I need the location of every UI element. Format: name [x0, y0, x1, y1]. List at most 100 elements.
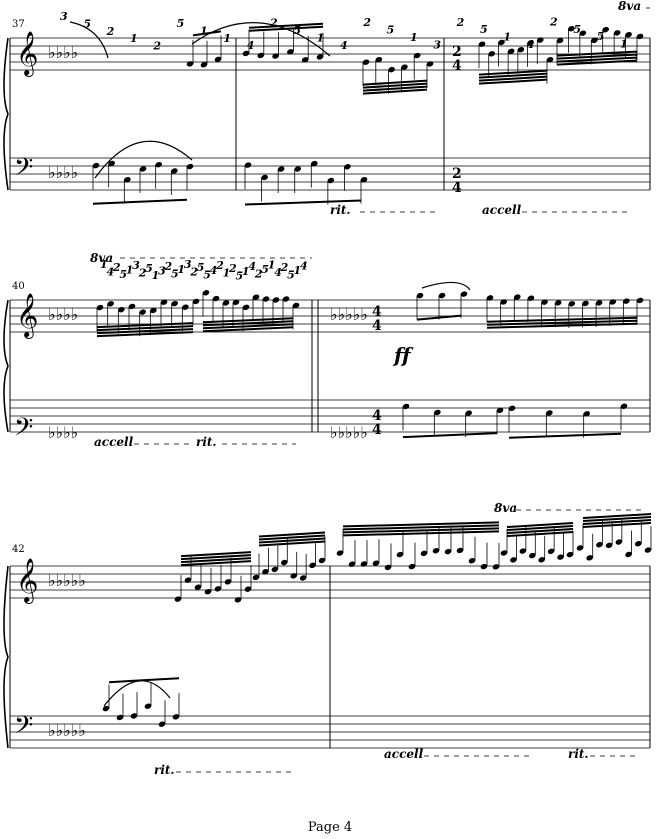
note-head [124, 177, 131, 183]
beam [506, 531, 574, 538]
note-head [620, 403, 628, 409]
note-head [615, 539, 623, 545]
grand-staff-brace [3, 37, 9, 191]
note-head [372, 560, 380, 566]
note-head [438, 292, 446, 299]
beam [96, 331, 194, 338]
note-head [212, 295, 220, 302]
note-head [214, 586, 222, 592]
fingering-number: 4 [527, 38, 535, 51]
note-head [527, 295, 535, 301]
fingering-number: 2 [254, 268, 263, 281]
fingering-number: 1 [268, 258, 276, 271]
tempo-mark-accell: accell [482, 203, 522, 217]
fingering-number: 5 [287, 269, 295, 282]
barlines [3, 37, 651, 749]
note-head [568, 25, 575, 32]
note-head [547, 548, 555, 554]
key-signature-flats-treble-new: ♭♭♭♭♭ [330, 305, 368, 324]
note-head [287, 49, 294, 55]
note-head [388, 66, 395, 73]
note-head [252, 574, 260, 581]
note-head [262, 569, 269, 575]
beam [258, 534, 326, 541]
beam [556, 53, 638, 60]
note-head [139, 166, 147, 172]
beam [478, 69, 548, 76]
note-head [244, 162, 252, 168]
note-head [623, 298, 630, 304]
fingering-number: 1 [152, 269, 160, 282]
note-head [107, 301, 114, 307]
note-head [280, 559, 288, 566]
note-head [362, 59, 370, 65]
note-head [408, 563, 416, 570]
beam [342, 527, 500, 534]
note-head [139, 309, 146, 315]
beam [342, 530, 500, 537]
note-head [507, 48, 515, 55]
note-head [128, 303, 136, 310]
fingering-number: 1 [410, 31, 418, 44]
beam [478, 75, 548, 82]
note-head [360, 561, 368, 567]
note-head [360, 176, 368, 183]
fingering-number: 3 [60, 10, 68, 23]
note-head [310, 160, 318, 167]
note-head [536, 37, 544, 43]
beam [342, 524, 500, 531]
beam [202, 326, 294, 333]
note-head [468, 558, 476, 564]
note-head [500, 550, 508, 556]
note-head [420, 550, 428, 557]
note-head [242, 50, 250, 57]
fingering-number: 1 [620, 38, 628, 51]
note-head [500, 299, 507, 305]
beam [258, 540, 326, 547]
fingering-number: 2 [138, 266, 147, 279]
note-head [396, 551, 404, 558]
note-head [517, 47, 525, 53]
note-head [609, 299, 617, 305]
tempo-mark-accell: accell [94, 435, 134, 449]
beam [478, 72, 548, 79]
beam [556, 50, 638, 57]
fingering-number: 5 [197, 261, 205, 274]
time-signature-bottom-bass: 4 [372, 422, 382, 438]
fingering-number: 1 [177, 263, 185, 276]
key-signature-flats-bass-new: ♭♭♭♭♭ [330, 423, 368, 442]
fingering-number: 3 [158, 265, 166, 278]
note-head [634, 541, 642, 547]
beam [556, 56, 638, 63]
fingering-number: 5 [83, 17, 91, 30]
beam [478, 78, 548, 85]
time-signature-top: 4 [372, 304, 382, 320]
fingering-number: 1 [294, 264, 302, 277]
note-head [480, 563, 488, 570]
fingering-number: 5 [171, 267, 179, 280]
note-head [155, 161, 162, 168]
ottava-mark: 8va [90, 251, 113, 265]
beam [506, 522, 574, 529]
fingering-number: 4 [300, 259, 308, 272]
grand-staff-brace [3, 565, 9, 749]
note-head [527, 40, 534, 46]
note-head [554, 300, 562, 306]
note-head [402, 403, 410, 410]
bass-clef-icon: 𝄢 [14, 711, 33, 746]
beam [96, 322, 194, 329]
note-head [636, 297, 644, 304]
note-head [416, 292, 424, 299]
time-signature-bottom: 4 [372, 318, 382, 334]
note-head [327, 177, 335, 184]
note-head [294, 166, 302, 172]
note-head [546, 410, 553, 416]
tempo-mark-rit: rit. [154, 763, 175, 777]
treble-clef-icon: 𝄞 [16, 558, 38, 604]
beam [248, 22, 324, 29]
grand-staff-brace [3, 299, 9, 433]
fingering-number: 3 [132, 259, 140, 272]
beam [506, 528, 574, 535]
tempo-mark-accell: accell [384, 747, 424, 761]
note-head [644, 547, 652, 553]
